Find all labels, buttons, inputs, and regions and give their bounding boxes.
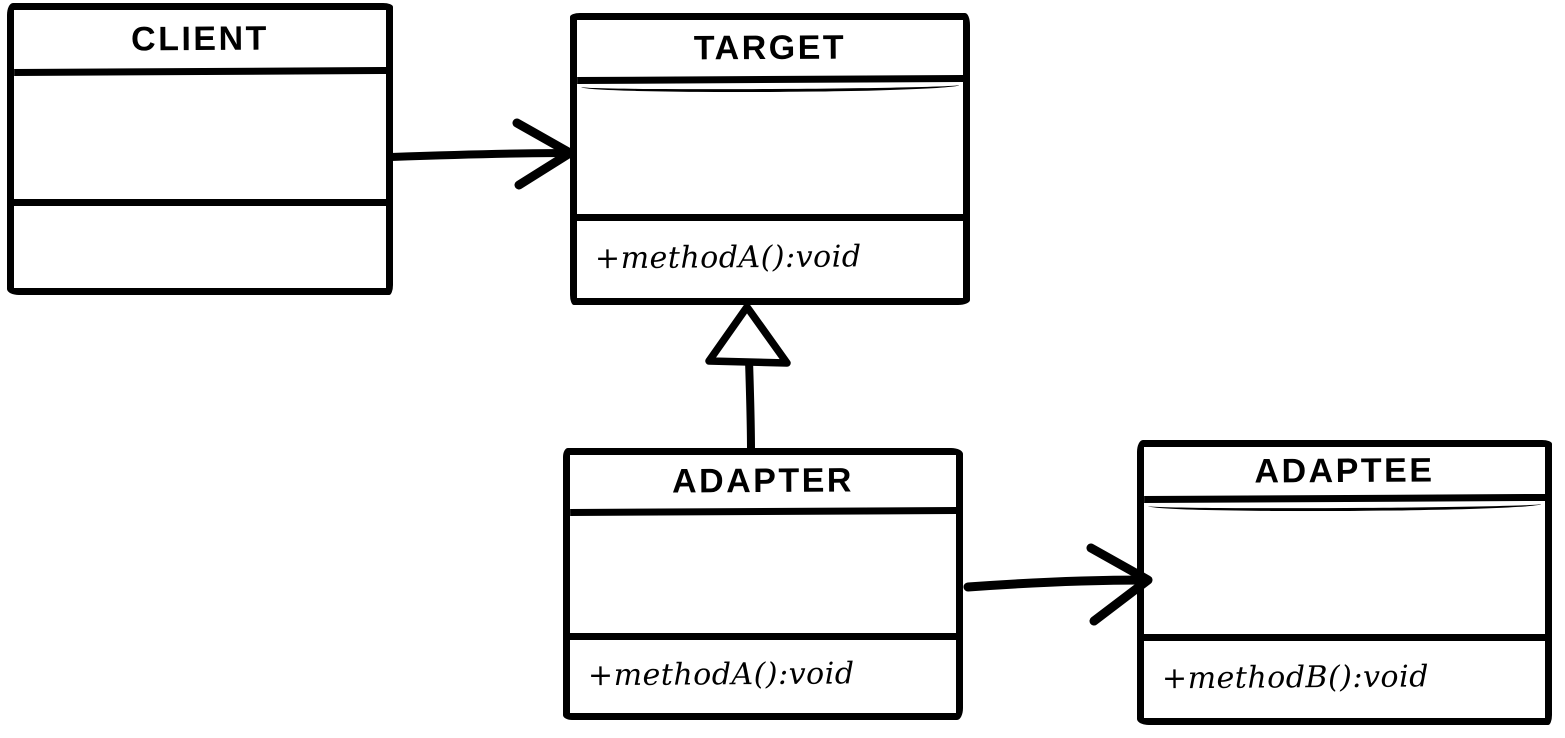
generalization-arrow-adapter-target <box>705 303 791 455</box>
hollow-triangle-arrowhead-icon <box>705 303 791 367</box>
class-adaptee-methods: +methodB():void <box>1161 659 1429 697</box>
class-client-name: CLIENT <box>13 9 387 76</box>
association-arrow-client-target <box>387 118 575 190</box>
class-box-client: CLIENT <box>7 3 393 295</box>
class-adaptee-attributes <box>1144 502 1545 641</box>
class-adapter-methods: +methodA():void <box>587 656 855 694</box>
class-adaptee-name: ADAPTEE <box>1143 445 1546 513</box>
association-arrow-adapter-adaptee <box>963 543 1153 626</box>
class-box-adaptee: ADAPTEE +methodB():void <box>1137 440 1552 725</box>
class-client-methods <box>14 205 387 290</box>
class-client-attributes <box>14 75 386 206</box>
arrow-line <box>963 575 1151 592</box>
arrow-line <box>387 149 573 161</box>
arrow-line <box>745 356 755 455</box>
class-adapter-name: ADAPTER <box>569 453 957 517</box>
class-target-methods: +methodA():void <box>594 239 862 277</box>
class-target-name: TARGET <box>576 18 964 93</box>
class-box-adapter: ADAPTER +methodA():void <box>563 448 963 720</box>
class-adapter-attributes <box>570 515 956 640</box>
open-arrowhead-icon <box>1086 543 1153 626</box>
class-target-attributes <box>577 83 963 221</box>
class-box-target: TARGET +methodA():void <box>570 13 970 305</box>
open-arrowhead-icon <box>512 118 575 190</box>
